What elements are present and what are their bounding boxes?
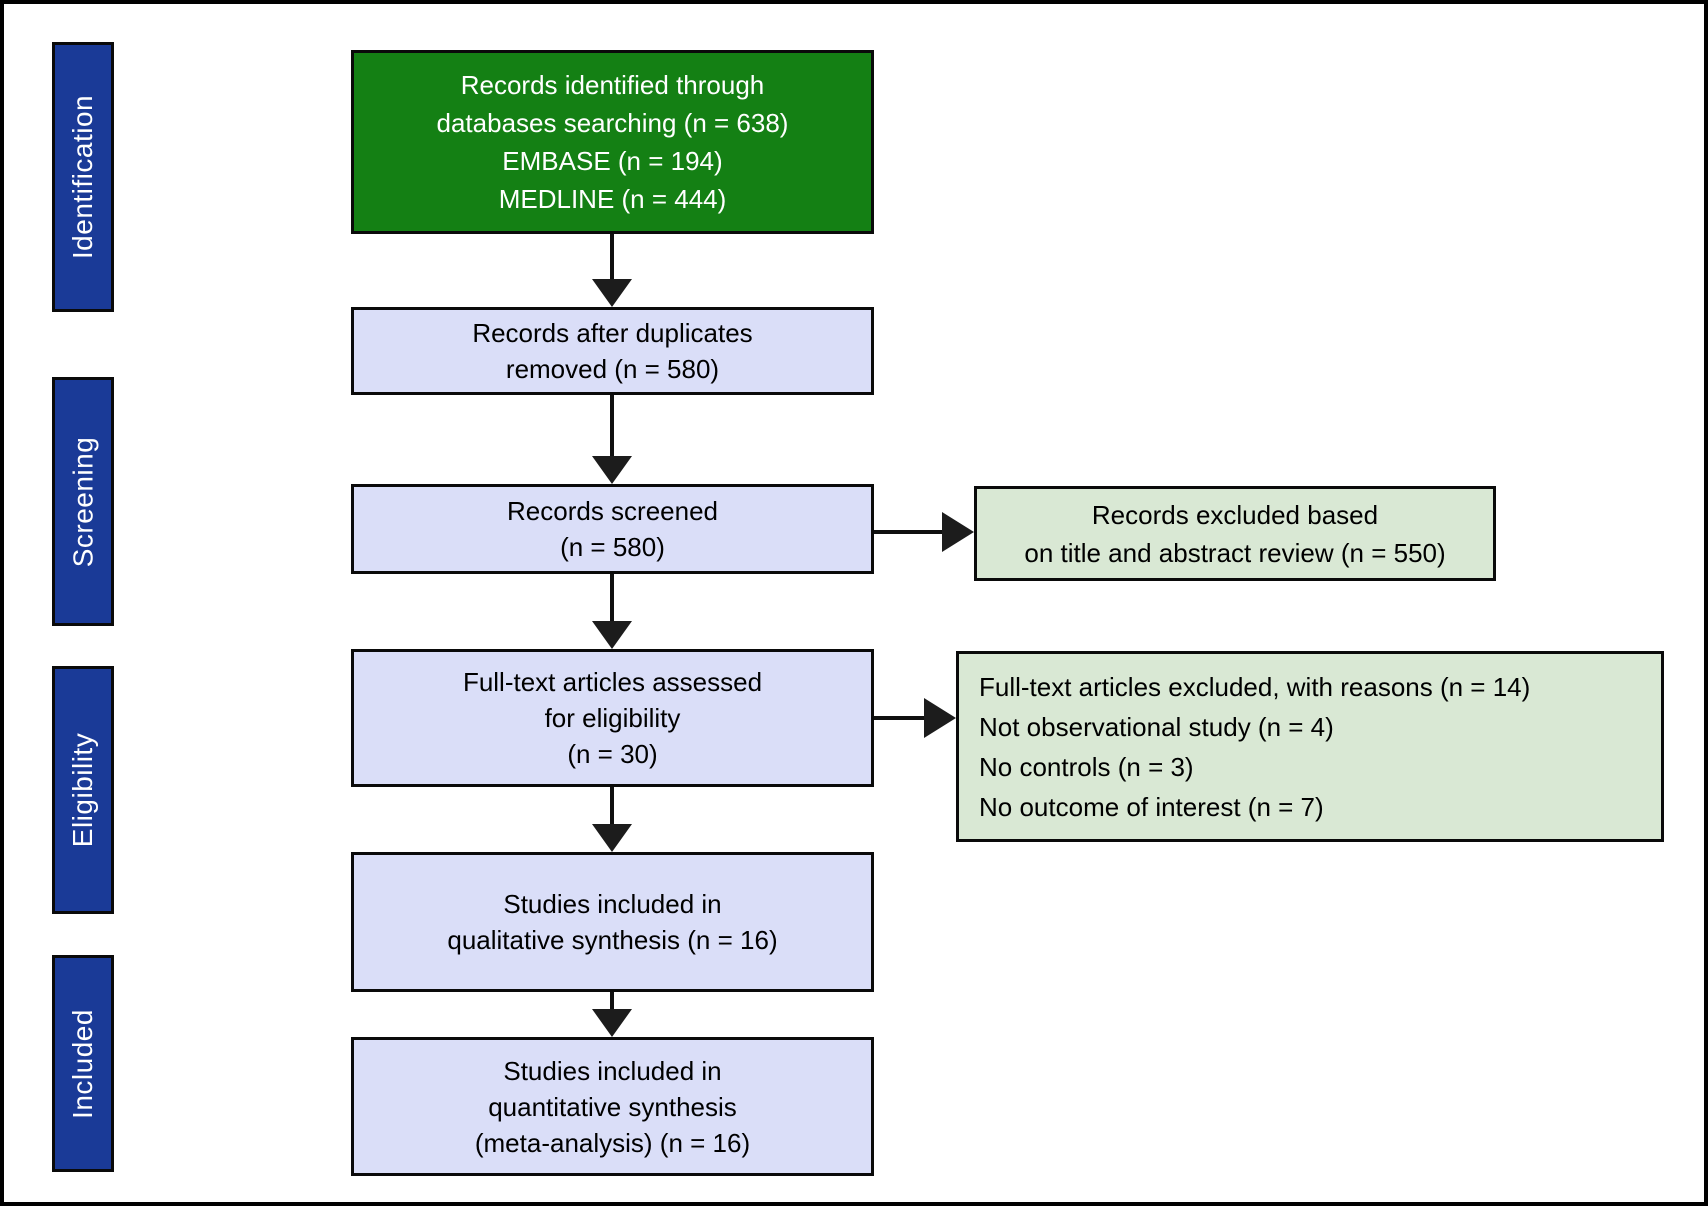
box-text-line: Studies included in [503,1055,722,1086]
box-text-line: databases searching (n = 638) [436,108,789,138]
box-text-line: Full-text articles assessed [462,667,763,697]
box-qualitative-synthesis: Studies included in qualitative synthesi… [351,852,874,992]
stage-box-included: Included [52,955,114,1172]
stage-label-identification: Identification [67,94,98,260]
arrowhead-down-icon [592,1009,632,1037]
stage-label-screening: Screening [67,436,98,567]
box-text-line: for eligibility [544,703,681,733]
box-text-line: (n = 30) [567,739,658,769]
arrowhead-right-icon [942,512,974,552]
stage-label-included: Included [67,1008,98,1119]
box-records-screened: Records screened (n = 580) [351,484,874,574]
arrow-deduped-to-screened [610,395,614,458]
box-text-line: Records screened [507,496,718,526]
arrow-qualitative-to-quantitative [610,992,614,1011]
box-text-line: Studies included in [503,889,722,919]
box-fulltext-excluded-reasons: Full-text articles excluded, with reason… [956,651,1664,842]
box-text-line: No controls (n = 3) [979,751,1194,782]
box-text-line: EMBASE (n = 194) [502,146,723,176]
box-text-line: (n = 580) [560,532,665,562]
box-text-line: on title and abstract review (n = 550) [1024,537,1446,568]
arrowhead-down-icon [592,824,632,852]
arrowhead-down-icon [592,279,632,307]
stage-box-identification: Identification [52,42,114,312]
box-text-line: qualitative synthesis (n = 16) [447,925,778,955]
box-text-line: removed (n = 580) [505,354,720,384]
box-records-excluded-screening: Records excluded based on title and abst… [974,486,1496,581]
arrow-screened-to-excluded [874,530,946,534]
arrowhead-right-icon [924,698,956,738]
box-text-line: MEDLINE (n = 444) [498,184,727,214]
box-text-line: Records identified through [460,70,765,100]
box-records-identified: Records identified through databases sea… [351,50,874,234]
arrowhead-down-icon [592,456,632,484]
box-text-line: Full-text articles excluded, with reason… [979,671,1531,702]
stage-box-screening: Screening [52,377,114,626]
box-records-after-duplicates: Records after duplicates removed (n = 58… [351,307,874,395]
box-text-line: Records excluded based [1091,499,1379,530]
box-text-line: Records after duplicates [472,318,753,348]
arrowhead-down-icon [592,621,632,649]
arrow-fulltext-to-excluded [874,716,926,720]
stage-box-eligibility: Eligibility [52,666,114,914]
arrow-screened-to-fulltext [610,574,614,623]
stage-label-eligibility: Eligibility [67,732,98,848]
arrow-identified-to-deduped [610,234,614,281]
box-text-line: No outcome of interest (n = 7) [979,791,1324,822]
box-quantitative-synthesis: Studies included in quantitative synthes… [351,1037,874,1176]
arrow-fulltext-to-qualitative [610,787,614,826]
box-text-line: Not observational study (n = 4) [979,711,1334,742]
box-text-line: (meta-analysis) (n = 16) [474,1127,751,1158]
box-text-line: quantitative synthesis [488,1091,737,1122]
box-fulltext-assessed: Full-text articles assessed for eligibil… [351,649,874,787]
